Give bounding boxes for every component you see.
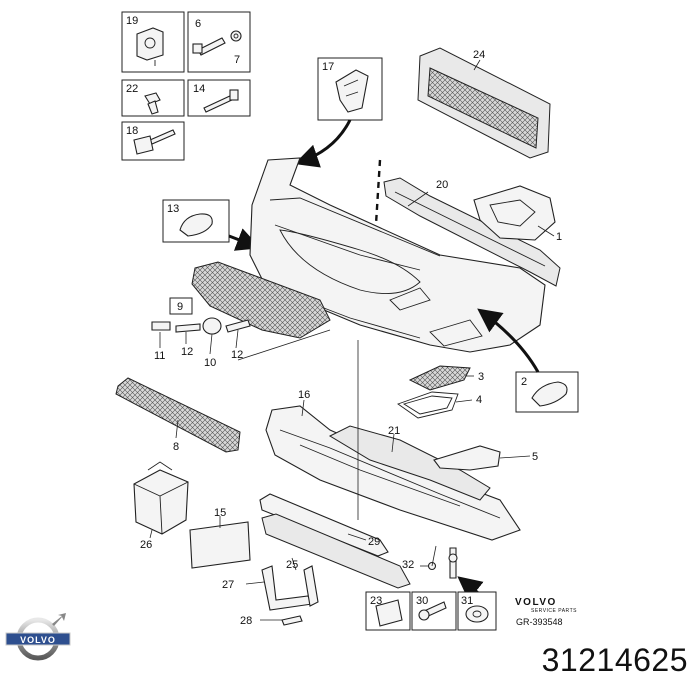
label-29: 29 [368, 536, 380, 548]
label-24: 24 [473, 49, 485, 61]
box-26 [133, 461, 189, 535]
label-12b: 12 [231, 349, 243, 361]
label-26: 26 [140, 539, 152, 551]
label-5: 5 [532, 451, 538, 463]
label-11: 11 [154, 350, 165, 362]
label-13: 13 [167, 203, 179, 215]
label-27: 27 [222, 579, 234, 591]
label-30: 30 [416, 595, 428, 607]
fastener-box-23 [365, 591, 411, 631]
detail-box-2 [477, 308, 579, 413]
label-25: 25 [286, 559, 298, 571]
label-31: 31 [461, 595, 473, 607]
label-6: 6 [195, 18, 201, 30]
volvo-emblem-icon: VOLVO [5, 613, 71, 661]
label-22: 22 [126, 83, 138, 95]
label-14: 14 [193, 83, 205, 95]
lip-29 [259, 493, 389, 557]
bumper-cover [249, 157, 546, 353]
panel-21 [328, 425, 491, 501]
fastener-box-22 [121, 79, 185, 117]
label-16: 16 [298, 389, 310, 401]
label-1: 1 [556, 231, 562, 243]
spoiler-16 [265, 405, 521, 541]
fastener-box-14 [187, 79, 251, 117]
label-17: 17 [322, 61, 334, 73]
label-23: 23 [370, 595, 382, 607]
label-3: 3 [478, 371, 484, 383]
label-2: 2 [521, 376, 527, 388]
label-18: 18 [126, 125, 138, 137]
bracket-1 [473, 185, 556, 241]
lower-grille-8 [115, 377, 241, 453]
bracket-5 [433, 445, 501, 471]
fastener-box-6-7 [187, 11, 251, 73]
brand-subtitle: SERVICE PARTS [531, 608, 577, 614]
label-28: 28 [240, 615, 252, 627]
drawing-reference: GR-393548 [516, 617, 563, 627]
fastener-box-19 [121, 11, 185, 73]
reinforcement-20 [383, 177, 561, 287]
label-19: 19 [126, 15, 138, 27]
fastener-box-31 [457, 591, 497, 631]
fastener-box-30 [411, 591, 457, 631]
label-20: 20 [436, 179, 448, 191]
grille-9 [169, 261, 331, 339]
label-7: 7 [234, 54, 240, 66]
emblem-text: VOLVO [20, 635, 56, 645]
label-10: 10 [204, 357, 216, 369]
grille-24 [417, 47, 551, 159]
detail-box-17 [294, 57, 383, 168]
trim-3 [408, 365, 471, 391]
trim-4 [397, 391, 459, 419]
label-8: 8 [173, 441, 179, 453]
brand-logo: VOLVO [515, 597, 557, 608]
label-21: 21 [388, 425, 400, 437]
label-15: 15 [214, 507, 226, 519]
trim-11-12-10 [151, 317, 251, 335]
fastener-box-18 [121, 121, 185, 161]
plate-15 [189, 521, 251, 569]
splitter-25 [261, 513, 411, 589]
bracket-27 [261, 565, 319, 626]
callout-labels: 19 6 7 22 14 18 17 24 13 20 1 9 11 12 10… [126, 15, 562, 627]
label-12a: 12 [181, 346, 193, 358]
part-number: 31214625 [541, 642, 688, 678]
label-32: 32 [402, 559, 414, 571]
label-9: 9 [177, 301, 183, 313]
leader-lines [149, 59, 555, 621]
label-4: 4 [476, 394, 482, 406]
